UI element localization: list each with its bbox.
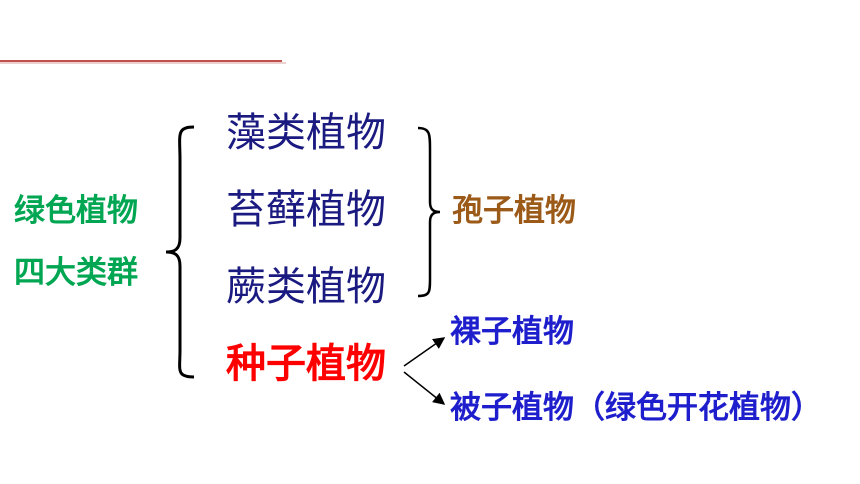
category-fern: 蕨类植物	[226, 264, 386, 310]
spore-plant-label: 孢子植物	[452, 193, 576, 229]
root-label-line1: 绿色植物	[14, 193, 138, 229]
top-decorative-line	[0, 60, 286, 64]
main-curly-brace	[165, 125, 195, 379]
gymnosperm-label: 裸子植物	[450, 314, 574, 350]
category-algae: 藻类植物	[226, 110, 386, 156]
category-bryophyte: 苔藓植物	[226, 187, 386, 233]
arrow-to-angiosperm	[403, 371, 446, 405]
spore-right-brace	[417, 126, 441, 298]
arrow-to-gymnosperm	[403, 337, 446, 367]
angiosperm-label: 被子植物（绿色开花植物）	[450, 390, 822, 426]
root-label-line2: 四大类群	[14, 255, 138, 291]
category-seed-plant: 种子植物	[226, 340, 386, 387]
